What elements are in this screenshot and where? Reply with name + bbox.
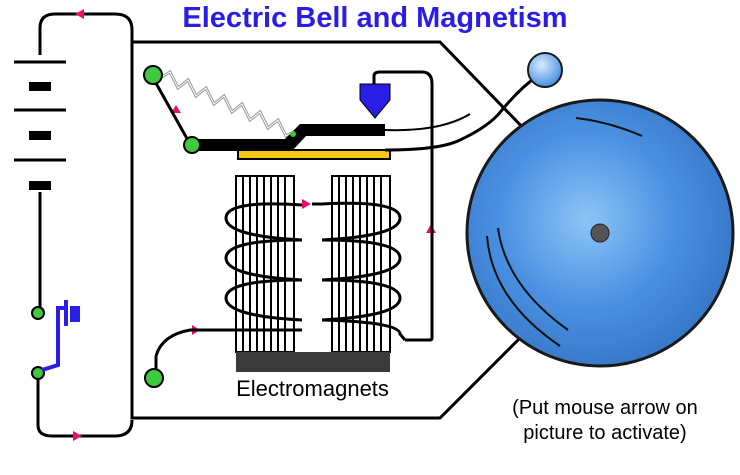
terminal-top [143,65,163,85]
wire-switch-to-bottom [36,374,134,438]
armature-arm [190,124,385,151]
striker-ball-icon [527,52,563,88]
terminal-armature [183,136,201,154]
activation-hint: (Put mouse arrow on picture to activate) [470,396,740,446]
wire-pivot [150,75,192,145]
electromagnet-right-coil [312,201,407,341]
armature-pivot-dot [290,131,296,137]
terminal-bottom [144,368,164,388]
contact-screw-icon [359,83,391,119]
contact-plate [237,149,391,160]
wire-contact-screw [372,70,434,342]
bell-gong-icon[interactable] [465,98,735,368]
electromagnet-left-core [235,175,295,353]
wire-arm-to-gong [384,113,471,132]
electromagnet-base [236,352,390,372]
battery-icon [14,60,66,190]
spring-icon-inner [159,71,295,137]
electromagnets-label: Electromagnets [236,376,389,401]
activation-hint-line-1: (Put mouse arrow on [512,397,698,419]
activation-hint-line-2: picture to activate) [523,422,687,444]
push-switch-icon[interactable] [31,300,80,380]
electromagnet-left-coil [154,202,303,357]
page-title: Electric Bell and Magnetism [182,2,568,34]
wire-hammer-to-ball [384,72,541,152]
wire-battery-top [38,12,134,55]
